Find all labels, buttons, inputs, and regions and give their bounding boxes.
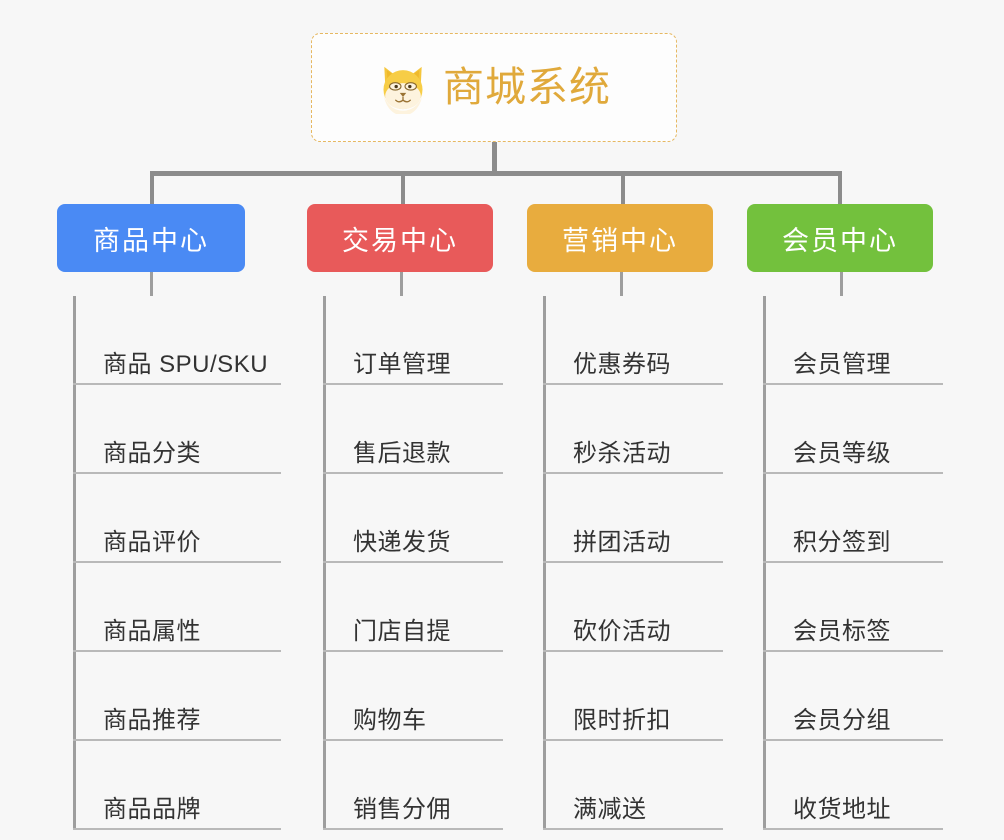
leaf-item[interactable]: 砍价活动	[543, 563, 723, 652]
leaf-label: 拼团活动	[573, 528, 671, 556]
connector-header-to-spine-2	[400, 272, 403, 296]
leaf-item[interactable]: 订单管理	[323, 296, 503, 385]
column-product-center: 商品中心 商品 SPU/SKU 商品分类 商品评价 商品属性 商品推荐 商品品牌	[57, 204, 281, 830]
leaf-label: 砍价活动	[573, 617, 671, 645]
leaf-item[interactable]: 门店自提	[323, 563, 503, 652]
leaf-item[interactable]: 会员分组	[763, 652, 943, 741]
leaf-label: 订单管理	[353, 350, 451, 378]
leaf-item[interactable]: 商品 SPU/SKU	[73, 296, 281, 385]
leaf-label: 快递发货	[353, 528, 451, 556]
leaf-item[interactable]: 拼团活动	[543, 474, 723, 563]
leaf-item[interactable]: 会员管理	[763, 296, 943, 385]
leaf-label: 秒杀活动	[573, 439, 671, 467]
leaf-label: 积分签到	[793, 528, 891, 556]
leaf-label: 商品推荐	[103, 706, 201, 734]
connector-horizontal-bus	[150, 171, 842, 176]
column-member-center: 会员中心 会员管理 会员等级 积分签到 会员标签 会员分组 收货地址	[747, 204, 943, 830]
leaf-item[interactable]: 购物车	[323, 652, 503, 741]
leaf-label: 会员分组	[793, 706, 891, 734]
leaf-item[interactable]: 限时折扣	[543, 652, 723, 741]
leaf-label: 购物车	[353, 706, 427, 734]
leaf-item[interactable]: 商品属性	[73, 563, 281, 652]
column-header-3[interactable]: 营销中心	[527, 204, 713, 272]
leaf-item[interactable]: 积分签到	[763, 474, 943, 563]
connector-drop-col-2	[401, 171, 405, 207]
root-node[interactable]: 商城系统	[311, 33, 677, 142]
leaf-item[interactable]: 售后退款	[323, 385, 503, 474]
leaf-list-3: 优惠券码 秒杀活动 拼团活动 砍价活动 限时折扣 满减送	[543, 296, 723, 830]
leaf-label: 收货地址	[793, 795, 891, 823]
leaf-label: 商品属性	[103, 617, 201, 645]
leaf-label: 满减送	[573, 795, 647, 823]
column-marketing-center: 营销中心 优惠券码 秒杀活动 拼团活动 砍价活动 限时折扣 满减送	[527, 204, 723, 830]
tree-spine-2	[323, 296, 326, 830]
connector-header-to-spine-1	[150, 272, 153, 296]
column-header-label-3: 营销中心	[562, 225, 678, 256]
leaf-item[interactable]: 优惠券码	[543, 296, 723, 385]
leaf-list-4: 会员管理 会员等级 积分签到 会员标签 会员分组 收货地址	[763, 296, 943, 830]
column-header-2[interactable]: 交易中心	[307, 204, 493, 272]
tree-spine-4	[763, 296, 766, 830]
leaf-label: 商品品牌	[103, 795, 201, 823]
connector-header-to-spine-3	[620, 272, 623, 296]
connector-drop-col-1	[150, 171, 154, 207]
leaf-list-2: 订单管理 售后退款 快递发货 门店自提 购物车 销售分佣	[323, 296, 503, 830]
leaf-item[interactable]: 商品评价	[73, 474, 281, 563]
column-header-4[interactable]: 会员中心	[747, 204, 933, 272]
leaf-label: 会员管理	[793, 350, 891, 378]
column-header-label-4: 会员中心	[782, 225, 898, 256]
leaf-label: 商品评价	[103, 528, 201, 556]
leaf-item[interactable]: 会员标签	[763, 563, 943, 652]
leaf-item[interactable]: 秒杀活动	[543, 385, 723, 474]
leaf-item[interactable]: 销售分佣	[323, 741, 503, 830]
leaf-label: 商品 SPU/SKU	[103, 350, 269, 378]
leaf-item[interactable]: 收货地址	[763, 741, 943, 830]
leaf-item[interactable]: 商品品牌	[73, 741, 281, 830]
leaf-label: 会员标签	[793, 617, 891, 645]
leaf-label: 优惠券码	[573, 350, 671, 378]
leaf-label: 门店自提	[353, 617, 451, 645]
root-title: 商城系统	[443, 64, 611, 110]
leaf-item[interactable]: 会员等级	[763, 385, 943, 474]
leaf-list-1: 商品 SPU/SKU 商品分类 商品评价 商品属性 商品推荐 商品品牌	[73, 296, 281, 830]
connector-drop-col-4	[838, 171, 842, 207]
leaf-item[interactable]: 商品推荐	[73, 652, 281, 741]
column-header-label-2: 交易中心	[342, 225, 458, 256]
connector-drop-col-3	[621, 171, 625, 207]
tree-spine-1	[73, 296, 76, 830]
column-header-1[interactable]: 商品中心	[57, 204, 245, 272]
tree-spine-3	[543, 296, 546, 830]
column-trade-center: 交易中心 订单管理 售后退款 快递发货 门店自提 购物车 销售分佣	[307, 204, 503, 830]
leaf-item[interactable]: 商品分类	[73, 385, 281, 474]
leaf-label: 会员等级	[793, 439, 891, 467]
leaf-item[interactable]: 快递发货	[323, 474, 503, 563]
leaf-label: 商品分类	[103, 439, 201, 467]
leaf-label: 销售分佣	[353, 795, 451, 823]
leaf-item[interactable]: 满减送	[543, 741, 723, 830]
leaf-label: 限时折扣	[573, 706, 671, 734]
shiba-dog-face-icon	[383, 66, 423, 114]
connector-header-to-spine-4	[840, 272, 843, 296]
column-header-label-1: 商品中心	[93, 225, 209, 256]
connector-root-stem	[492, 142, 497, 175]
leaf-label: 售后退款	[353, 439, 451, 467]
